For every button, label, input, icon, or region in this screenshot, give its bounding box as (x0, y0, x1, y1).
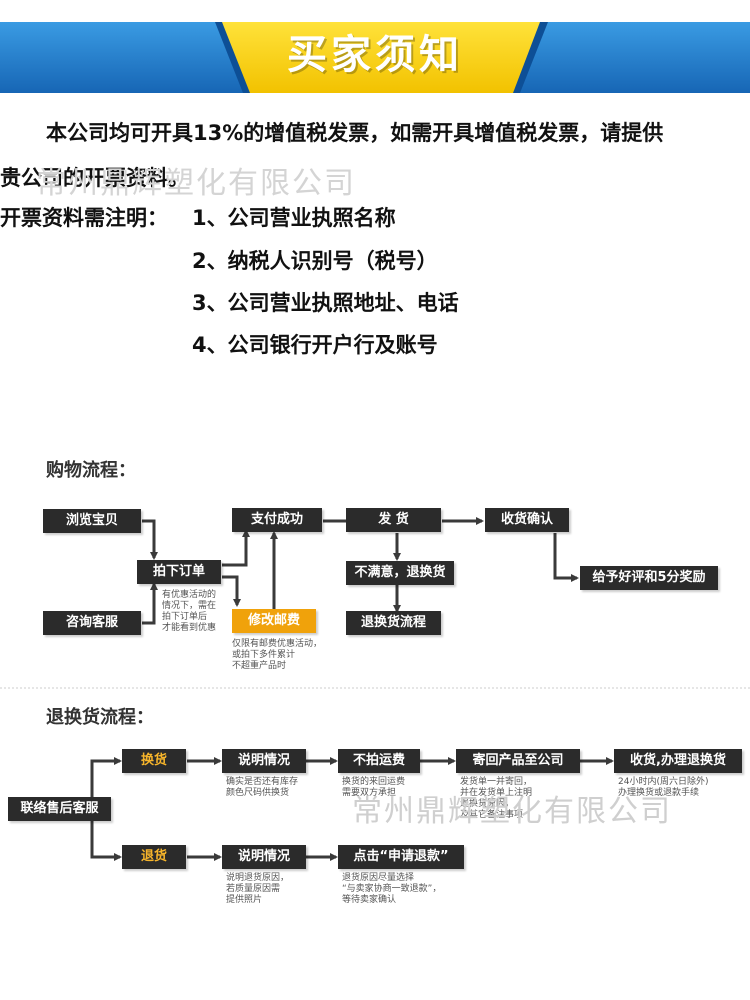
step-place-order: 拍下订单 (137, 560, 221, 584)
header-banner: 买家须知 (0, 0, 750, 93)
step-explain-exchange: 说明情况 (222, 749, 306, 773)
banner-title: 买家须知 (287, 32, 463, 78)
note-apply-refund: 退货原因尽量选择 “与卖家协商一致退款”， 等待卖家确认 (342, 873, 442, 905)
step-receive-process: 收货,办理退换货 (614, 749, 742, 773)
step-explain-refund: 说明情况 (222, 845, 306, 869)
invoice-item-4: 4、公司银行开户行及账号 (192, 333, 438, 357)
returns-flow-title: 退换货流程： (46, 707, 154, 728)
note-modify-postage: 仅限有邮费优惠活动， 或拍下多件累计 不超重产品时 (232, 639, 323, 671)
step-send-back: 寄回产品至公司 (456, 749, 580, 773)
step-no-freight: 不拍运费 (338, 749, 420, 773)
step-consult: 咨询客服 (43, 611, 141, 635)
shopping-flow-title: 购物流程： (46, 460, 136, 481)
note-order-discount: 有优惠活动的 情况下，需在 拍下订单后 才能看到优惠 (162, 590, 217, 633)
invoice-lead: 开票资料需注明： (0, 206, 168, 230)
step-contact-aftersales: 联络售后客服 (8, 797, 111, 821)
note-receive-process: 24小时内(周六日除外) 办理换货或退款手续 (618, 777, 709, 798)
note-no-freight: 换货的来回运费 需要双方承担 (342, 777, 406, 798)
step-refund: 退货 (122, 845, 186, 869)
note-explain-refund: 说明退货原因， 若质量原因需 提供照片 (226, 873, 290, 905)
step-receive-confirm: 收货确认 (485, 508, 569, 532)
step-apply-refund: 点击“申请退款” (338, 845, 464, 869)
invoice-line-2: 贵公司的开票资料。 (0, 166, 189, 190)
step-payment-success: 支付成功 (232, 508, 322, 532)
step-good-review-reward: 给予好评和5分奖励 (580, 566, 718, 590)
banner-background (0, 22, 750, 93)
invoice-item-2: 2、纳税人识别号（税号） (192, 249, 438, 273)
invoice-item-1: 1、公司营业执照名称 (192, 206, 396, 230)
note-explain-exchange: 确实是否还有库存 颜色尺码供换货 (226, 777, 299, 798)
watermark-text-2: 常州鼎辉塑化有限公司 (352, 794, 672, 829)
step-ship: 发 货 (346, 508, 441, 532)
step-browse: 浏览宝贝 (43, 509, 141, 533)
invoice-item-3: 3、公司营业执照地址、电话 (192, 291, 459, 315)
invoice-line-1: 本公司均可开具13%的增值税发票，如需开具增值税发票，请提供 (46, 121, 664, 145)
step-modify-postage: 修改邮费 (232, 609, 316, 633)
note-send-back: 发货单一并寄回， 并在发货单上注明 退换货原因， 及其它备注事项 (460, 777, 533, 820)
watermark-text: 常州鼎辉塑化有限公司 (36, 166, 356, 201)
step-return-flow: 退换货流程 (346, 611, 441, 635)
step-unsatisfied: 不满意，退换货 (346, 561, 454, 585)
step-exchange: 换货 (122, 749, 186, 773)
